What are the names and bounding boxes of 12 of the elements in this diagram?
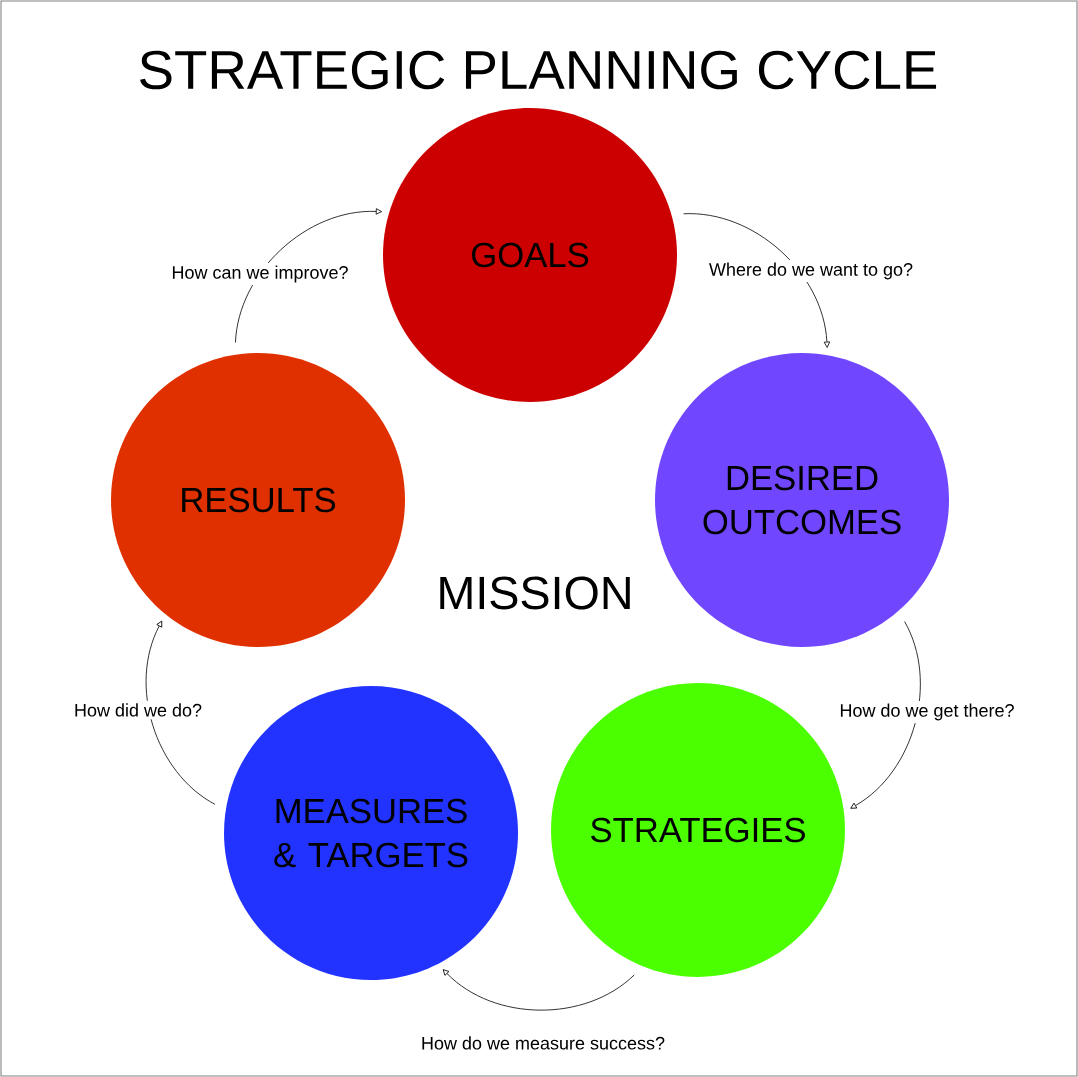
arrow <box>850 621 921 809</box>
title: STRATEGIC PLANNING CYCLE <box>140 50 937 90</box>
edge-label: Where do we want to go? <box>706 259 916 283</box>
arrow <box>235 208 383 343</box>
edge-label: How do we get there? <box>836 700 1018 724</box>
edge-label: How do we measure success? <box>418 1033 668 1053</box>
edge-label: How can we improve? <box>168 262 352 286</box>
arrow <box>442 969 635 1011</box>
arrow <box>145 620 216 805</box>
arrow <box>683 213 831 348</box>
edge-label: How did we do? <box>71 700 205 720</box>
center-label: MISSION <box>440 576 630 610</box>
